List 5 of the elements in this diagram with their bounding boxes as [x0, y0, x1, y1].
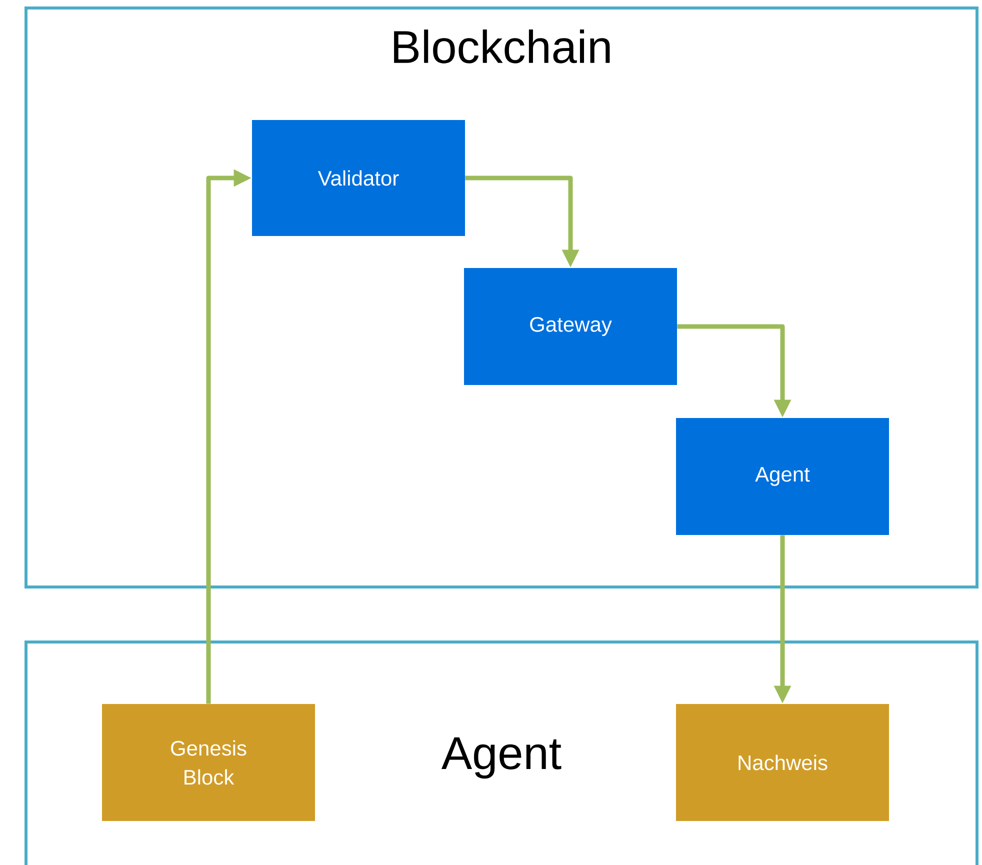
process-box: Genesis Block — [102, 704, 315, 821]
process-box: Agent — [676, 418, 890, 535]
process-box: Gateway — [464, 268, 677, 385]
process-box: Validator — [252, 120, 465, 236]
process-box: Nachweis — [676, 704, 890, 821]
